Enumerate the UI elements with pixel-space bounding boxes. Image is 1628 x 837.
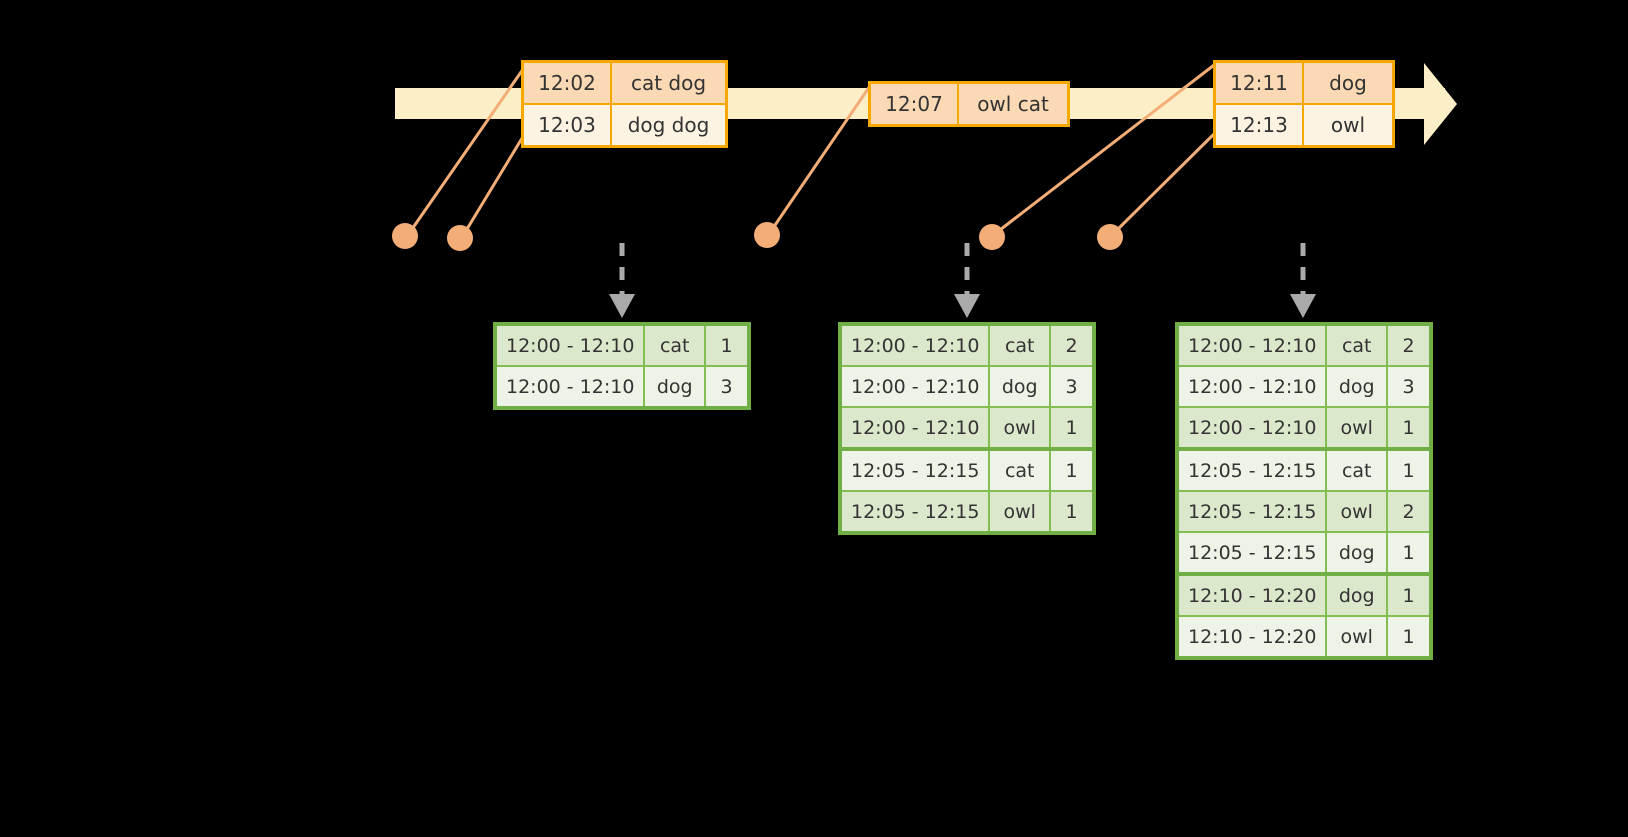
connector-line-1213 <box>1112 126 1222 235</box>
cell-count: 1 <box>1051 451 1092 490</box>
event-dot-1207 <box>754 222 780 248</box>
cell-count: 3 <box>1051 367 1092 406</box>
event-words: dog dog <box>612 105 725 145</box>
cell-count: 1 <box>1388 533 1429 572</box>
cell-window: 12:00 - 12:10 <box>842 367 991 406</box>
cell-window: 12:00 - 12:10 <box>497 326 646 365</box>
event-dot-1202 <box>392 223 418 249</box>
cell-key: dog <box>1327 576 1388 615</box>
timeline-arrowhead-icon <box>1424 63 1457 145</box>
event-row: 12:07 owl cat <box>871 84 1067 124</box>
cell-window: 12:10 - 12:20 <box>1179 617 1328 656</box>
event-words: owl cat <box>959 84 1067 124</box>
cell-window: 12:00 - 12:10 <box>842 408 991 447</box>
cell-key: cat <box>990 326 1051 365</box>
cell-count: 1 <box>1388 576 1429 615</box>
cell-count: 1 <box>1388 408 1429 447</box>
cell-count: 1 <box>1388 617 1429 656</box>
connector-line-1203 <box>462 128 529 236</box>
connector-line-1207 <box>769 81 874 233</box>
event-words: cat dog <box>612 63 725 103</box>
cell-window: 12:00 - 12:10 <box>497 367 646 406</box>
cell-window: 12:00 - 12:10 <box>1179 408 1328 447</box>
event-box-b[interactable]: 12:07 owl cat <box>868 81 1070 127</box>
cell-window: 12:05 - 12:15 <box>1179 533 1328 572</box>
cell-count: 1 <box>1388 451 1429 490</box>
event-dot-1203 <box>447 225 473 251</box>
cell-window: 12:00 - 12:10 <box>1179 326 1328 365</box>
event-time: 12:03 <box>524 105 612 145</box>
cell-key: dog <box>990 367 1051 406</box>
event-words: dog <box>1304 63 1392 103</box>
event-box-c[interactable]: 12:11 dog 12:13 owl <box>1213 60 1395 148</box>
arrowhead-icon <box>609 294 635 318</box>
cell-count: 2 <box>1388 326 1429 365</box>
cell-count: 1 <box>1051 408 1092 447</box>
cell-key: cat <box>645 326 706 365</box>
event-time: 12:02 <box>524 63 612 103</box>
cell-key: cat <box>1327 326 1388 365</box>
cell-window: 12:05 - 12:15 <box>1179 492 1328 531</box>
cell-window: 12:10 - 12:20 <box>1179 576 1328 615</box>
cell-key: owl <box>1327 617 1388 656</box>
cell-window: 12:05 - 12:15 <box>842 451 991 490</box>
event-time: 12:13 <box>1216 105 1304 145</box>
cell-window: 12:00 - 12:10 <box>1179 367 1328 406</box>
cell-key: dog <box>1327 533 1388 572</box>
event-row: 12:02 cat dog <box>524 63 725 103</box>
cell-key: dog <box>1327 367 1388 406</box>
cell-key: cat <box>1327 451 1388 490</box>
arrowhead-icon <box>1290 294 1316 318</box>
event-row: 12:11 dog <box>1216 63 1392 103</box>
emit-arrow-1 <box>609 243 635 318</box>
emit-arrow-2 <box>954 243 980 318</box>
connector-line-1202 <box>408 60 530 234</box>
event-box-a[interactable]: 12:02 cat dog 12:03 dog dog <box>521 60 728 148</box>
event-row: 12:03 dog dog <box>524 103 725 145</box>
connector-line-1211 <box>994 60 1220 235</box>
cell-count: 3 <box>1388 367 1429 406</box>
cell-key: owl <box>990 408 1051 447</box>
cell-key: owl <box>1327 492 1388 531</box>
arrowhead-icon <box>954 294 980 318</box>
cell-count: 2 <box>1051 326 1092 365</box>
cell-key: owl <box>1327 408 1388 447</box>
cell-window: 12:05 - 12:15 <box>842 492 991 531</box>
cell-key: dog <box>645 367 706 406</box>
emit-arrow-3 <box>1290 243 1316 318</box>
event-dot-1211 <box>979 224 1005 250</box>
event-time: 12:07 <box>871 84 959 124</box>
cell-window: 12:00 - 12:10 <box>842 326 991 365</box>
cell-key: owl <box>990 492 1051 531</box>
event-time: 12:11 <box>1216 63 1304 103</box>
event-row: 12:13 owl <box>1216 103 1392 145</box>
cell-key: cat <box>990 451 1051 490</box>
cell-count: 1 <box>706 326 747 365</box>
event-dot-1213 <box>1097 224 1123 250</box>
cell-count: 2 <box>1388 492 1429 531</box>
cell-count: 1 <box>1051 492 1092 531</box>
cell-window: 12:05 - 12:15 <box>1179 451 1328 490</box>
event-words: owl <box>1304 105 1392 145</box>
cell-count: 3 <box>706 367 747 406</box>
